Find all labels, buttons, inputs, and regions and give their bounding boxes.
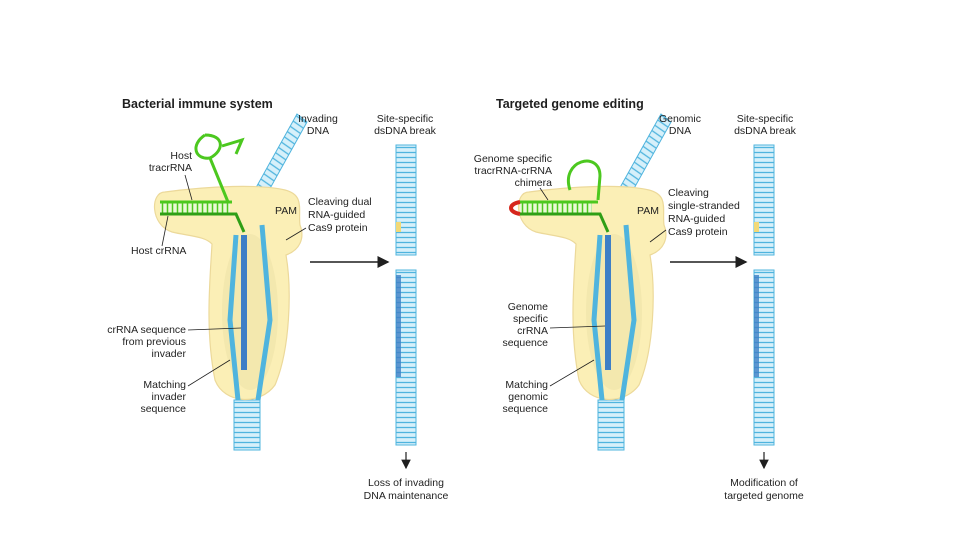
host-tracrrna-label-2: tracrRNA <box>149 162 192 174</box>
genomic-dna-label-2: DNA <box>669 125 691 137</box>
left-panel-title: Bacterial immune system <box>122 97 273 111</box>
right-panel: Targeted genome editing Genomic DNA Site… <box>474 97 804 502</box>
left-pam-label: PAM <box>275 205 297 217</box>
host-crrna-label: Host crRNA <box>131 245 186 257</box>
invading-dna-label-1: Invading <box>298 113 338 125</box>
chimera-loop <box>566 159 602 201</box>
right-cas9-label-1: Cleaving <box>668 187 709 199</box>
host-crrna-strand <box>160 212 246 233</box>
right-panel-title: Targeted genome editing <box>496 97 644 111</box>
genomic-match-label-1: Matching <box>505 379 548 391</box>
right-cut-strand <box>754 275 759 377</box>
left-panel: Bacterial immune system Invading DNA Sit… <box>107 97 448 502</box>
genome-seq-label-3: crRNA <box>517 325 548 337</box>
tracrrna-loop <box>194 133 222 160</box>
crrna-seq-label-3: invader <box>152 348 187 360</box>
dna-strand-right <box>255 224 273 401</box>
left-cleaved-dna-upper <box>395 144 417 256</box>
left-cas9-label-2: RNA-guided <box>308 209 365 221</box>
genomic-match-label-3: sequence <box>502 403 548 415</box>
tracrrna-pointer <box>184 174 193 201</box>
genomic-match-pointer <box>549 359 595 387</box>
left-outcome-label-1: Loss of invading <box>368 477 444 489</box>
crrna-seq-label-1: crRNA sequence <box>107 324 186 336</box>
left-outcome-label-2: DNA maintenance <box>364 490 449 502</box>
genome-seq-label-4: sequence <box>502 337 548 349</box>
invading-dna-label-2: DNA <box>307 125 329 137</box>
left-cas9-label-3: Cas9 protein <box>308 222 368 234</box>
left-cas9-label-1: Cleaving dual <box>308 196 372 208</box>
rna-duplex <box>160 202 230 214</box>
crrna-pointer <box>161 215 169 247</box>
genomic-strand-right <box>619 224 637 401</box>
right-cas9-label-3: RNA-guided <box>668 213 725 225</box>
chimera-crrna-strand <box>520 212 610 233</box>
genome-crrna-bar <box>605 235 611 370</box>
tracrrna-stem <box>208 157 230 203</box>
right-break-label-1: Site-specific <box>737 113 794 125</box>
matching-seq-label-1: Matching <box>143 379 186 391</box>
matching-seq-label-3: sequence <box>140 403 186 415</box>
invading-dna-lower <box>233 399 261 451</box>
chimera-duplex <box>520 202 592 214</box>
genomic-strand-left <box>591 234 605 401</box>
chimera-label-1: Genome specific <box>474 153 552 165</box>
cas9-pointer <box>285 227 307 241</box>
crrna-sequence-bar <box>241 235 247 370</box>
right-outcome-label-2: targeted genome <box>724 490 804 502</box>
tracrrna-tail <box>221 137 245 155</box>
chimera-label-2: tracrRNA-crRNA <box>474 165 552 177</box>
right-outcome-label-1: Modification of <box>730 477 798 489</box>
left-cleavage-mark <box>396 222 401 232</box>
left-break-label-1: Site-specific <box>377 113 434 125</box>
right-cas9-label-4: Cas9 protein <box>668 226 728 238</box>
matching-seq-pointer <box>187 359 231 387</box>
right-cas9-label-2: single-stranded <box>668 200 740 212</box>
genomic-match-label-2: genomic <box>508 391 548 403</box>
left-cut-strand <box>396 275 401 377</box>
left-break-label-2: dsDNA break <box>374 125 437 137</box>
host-tracrrna-label-1: Host <box>170 150 192 162</box>
right-pam-label: PAM <box>637 205 659 217</box>
crrna-seq-pointer <box>187 327 242 331</box>
genomic-dna-label-1: Genomic <box>659 113 701 125</box>
chimera-pointer <box>539 187 549 201</box>
right-break-label-2: dsDNA break <box>734 125 797 137</box>
genome-seq-pointer <box>549 325 606 329</box>
right-cleavage-mark <box>754 222 759 232</box>
dna-strand-left <box>227 234 241 401</box>
genome-seq-label-1: Genome <box>508 301 548 313</box>
chimera-label-3: chimera <box>515 177 553 189</box>
chimera-linker-loop <box>509 200 521 216</box>
matching-seq-label-2: invader <box>152 391 187 403</box>
right-cas9-pointer <box>649 229 667 243</box>
genome-seq-label-2: specific <box>513 313 548 325</box>
right-cleaved-dna-upper <box>753 144 775 256</box>
genomic-dna-lower <box>597 399 625 451</box>
crrna-seq-label-2: from previous <box>122 336 186 348</box>
